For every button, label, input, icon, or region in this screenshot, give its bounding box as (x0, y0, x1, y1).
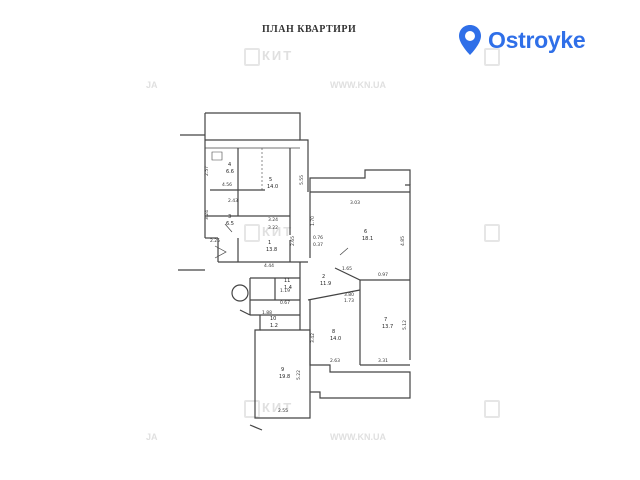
watermark-brand: КИТ (262, 224, 294, 239)
dimension: 4.56 (222, 182, 232, 188)
watermark-logo-icon (484, 224, 500, 242)
room-area: 6.5 (226, 221, 234, 227)
watermark-logo-icon (244, 400, 260, 418)
location-pin-icon (459, 25, 481, 55)
room-area: 14.0 (330, 336, 341, 342)
room-number: 7 (384, 317, 387, 323)
watermark-side: JA (146, 432, 158, 442)
room-number: 5 (269, 177, 272, 183)
dimension: 1.65 (342, 266, 352, 272)
dimension: 0.76 (313, 235, 323, 241)
watermark-url: WWW.KN.UA (330, 432, 386, 442)
room-labels: 4 6.6 5 14.0 6 18.1 3 6.5 1 13.8 2 11.9 … (226, 162, 393, 380)
room-area: 1.4 (284, 285, 292, 291)
dimension: 5.12 (402, 320, 408, 330)
watermark-logo-icon (244, 48, 260, 66)
plan-title: ПЛАН КВАРТИРИ (262, 24, 357, 35)
dimension: 1.19 (280, 288, 290, 294)
dimension: 3.24 (204, 210, 210, 220)
dimension: 2.25 (210, 238, 220, 244)
room-area: 1.2 (270, 323, 278, 329)
room-number: 4 (228, 162, 231, 168)
dimension-labels: 2.57 5.55 3.03 2.43 3.24 3.24 3.22 2.25 … (204, 166, 408, 414)
watermark-logo-icon (244, 224, 260, 242)
room-area: 19.8 (279, 374, 290, 380)
dimension: 4.85 (400, 236, 406, 246)
room-area: 13.8 (266, 247, 277, 253)
dimension: 3.24 (268, 217, 278, 223)
watermark-url: WWW.KN.UA (330, 80, 386, 90)
room-number: 3 (228, 214, 231, 220)
room-area: 18.1 (362, 236, 373, 242)
dimension: 2.63 (330, 358, 340, 364)
dimension: 1.70 (310, 216, 316, 226)
dimension: 3.42 (310, 333, 316, 343)
dimension: 2.65 (290, 236, 296, 246)
dimension: 1.73 (344, 298, 354, 304)
watermark-logo-icon (484, 400, 500, 418)
dimension: 4.44 (264, 263, 274, 269)
dimension: 2.43 (228, 198, 238, 204)
room-number: 2 (322, 274, 325, 280)
dimension: 5.22 (296, 370, 302, 380)
dimension: 5.55 (299, 175, 305, 185)
watermark-side: JA (146, 80, 158, 90)
watermark-brand: КИТ (262, 400, 294, 415)
room-area: 6.6 (226, 169, 234, 175)
room-number: 10 (270, 316, 276, 322)
room-number: 6 (364, 229, 367, 235)
dimension: 3.03 (350, 200, 360, 206)
room-number: 11 (284, 278, 290, 284)
room-number: 8 (332, 329, 335, 335)
dimension: 0.67 (280, 300, 290, 306)
room-number: 1 (268, 240, 271, 246)
room-area: 14.0 (267, 184, 278, 190)
room-number: 9 (281, 367, 284, 373)
dimension: 1.88 (262, 310, 272, 316)
dimension: 2.57 (204, 166, 210, 176)
room-area: 11.9 (320, 281, 331, 287)
watermark-brand: КИТ (262, 48, 294, 63)
dimension: 2.55 (278, 408, 288, 414)
dimension: 3.31 (378, 358, 388, 364)
brand-logo[interactable]: Ostroyke (458, 20, 618, 60)
dimension: 0.37 (313, 242, 323, 248)
dimension: 0.97 (378, 272, 388, 278)
watermark-logo-icon (484, 48, 500, 66)
room-area: 13.7 (382, 324, 393, 330)
dimension: 3.80 (344, 292, 354, 298)
dimension: 3.22 (268, 225, 278, 231)
brand-name: Ostroyke (488, 26, 586, 53)
